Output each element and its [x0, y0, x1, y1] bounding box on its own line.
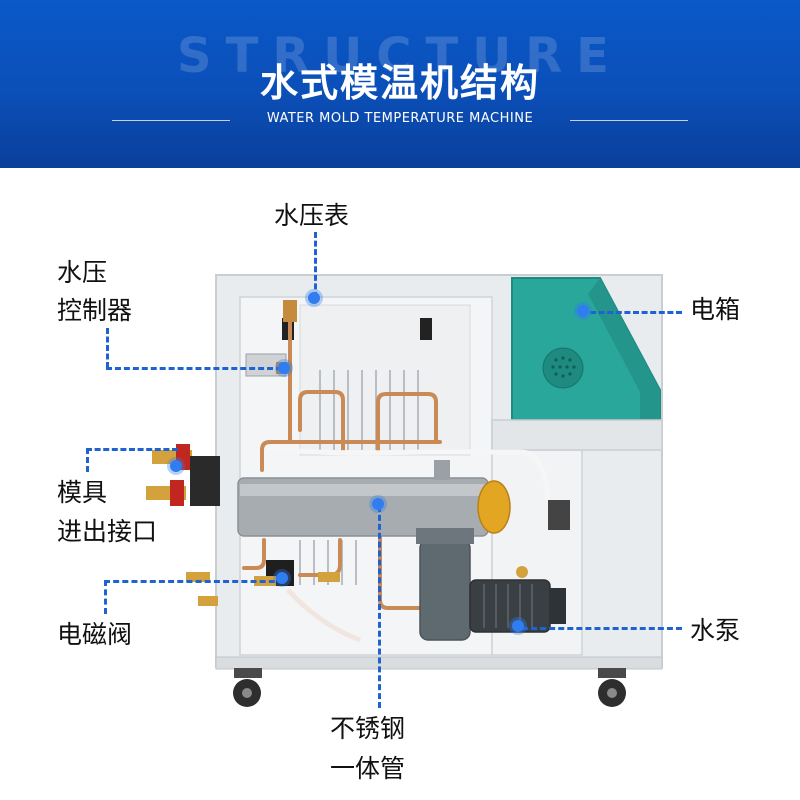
leader-mold-ports-h — [86, 448, 178, 451]
leader-solenoid-valve-h — [104, 580, 284, 583]
leader-pressure-gauge — [314, 232, 317, 298]
caster-right — [598, 668, 626, 707]
cabinet-base — [215, 656, 663, 670]
speaker-grille — [542, 347, 584, 389]
callout-dot-electric-box — [577, 305, 589, 317]
contactor — [548, 500, 570, 530]
label-pressure-gauge: 水压表 — [274, 201, 350, 230]
label-solenoid-valve: 电磁阀 — [57, 620, 133, 649]
callout-dot-pressure-gauge — [308, 292, 320, 304]
subtitle-rule-left — [112, 120, 230, 121]
leader-pressure-controller-h — [106, 367, 282, 370]
callout-dot-mold-ports — [170, 460, 182, 472]
steel-pipe-highlight — [240, 484, 486, 496]
leader-pressure-controller-v — [106, 328, 109, 368]
page-subtitle: WATER MOLD TEMPERATURE MACHINE — [266, 111, 534, 126]
white-hose-2 — [286, 588, 361, 643]
callout-dot-steel-pipe — [372, 498, 384, 510]
label-steel-pipe-line1: 不锈钢 — [330, 714, 406, 743]
label-mold-ports-line1: 模具 — [57, 478, 108, 507]
label-steel-pipe-line2: 一体管 — [330, 754, 406, 783]
callout-dot-pressure-controller — [278, 362, 290, 374]
label-water-pump: 水泵 — [690, 616, 741, 645]
page-title: 水式模温机结构 — [259, 61, 540, 105]
label-pressure-controller-line1: 水压 — [57, 258, 108, 287]
header-watermark: STRUCTURE — [177, 28, 623, 84]
header-banner: STRUCTURE 水式模温机结构 WATER MOLD TEMPERATURE… — [0, 0, 800, 168]
label-pressure-controller-line2: 控制器 — [57, 296, 133, 325]
mold-port-valves — [146, 444, 220, 506]
leader-solenoid-valve-v — [104, 580, 107, 614]
white-hose — [265, 445, 551, 501]
steel-pipe-cap — [477, 480, 511, 534]
callout-dot-solenoid-valve — [276, 572, 288, 584]
pressure-gauge-fitting — [283, 300, 297, 322]
mounting-plate — [299, 304, 471, 456]
label-electric-box: 电箱 — [690, 295, 741, 324]
speaker-holes — [551, 356, 576, 378]
leader-electric-box — [590, 311, 682, 314]
leader-mold-ports-v — [86, 448, 89, 472]
subtitle-rule-right — [570, 120, 688, 121]
caster-left — [233, 668, 262, 707]
label-mold-ports-line2: 进出接口 — [57, 517, 158, 546]
leader-steel-pipe — [378, 506, 381, 708]
water-pump-shape — [416, 528, 566, 641]
pipe-outlet — [434, 460, 450, 480]
leader-water-pump — [522, 627, 682, 630]
bracket-right — [420, 318, 432, 340]
electric-box-shelf — [491, 419, 663, 451]
callout-dot-water-pump — [512, 620, 524, 632]
